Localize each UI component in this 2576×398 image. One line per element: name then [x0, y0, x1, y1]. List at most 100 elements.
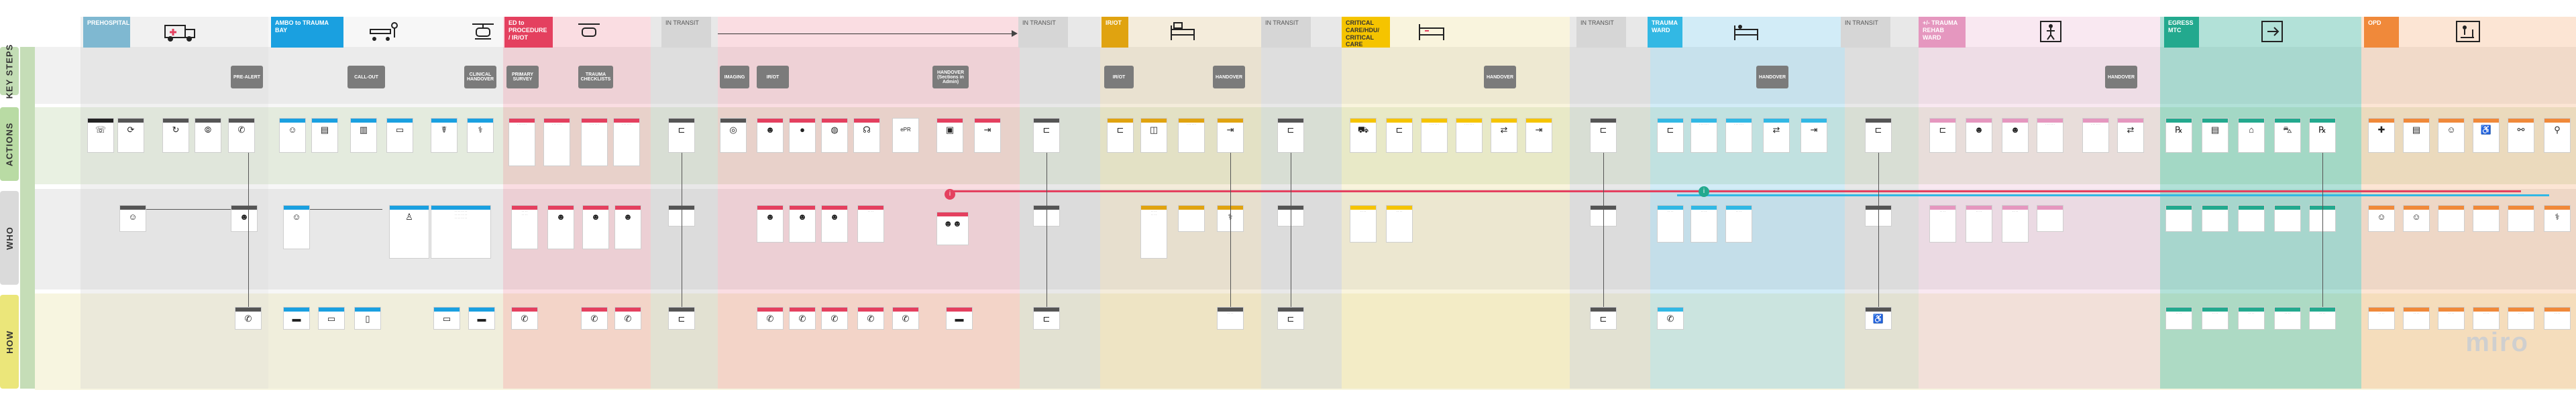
how-card: ♿ — [1865, 307, 1892, 330]
team-icon: ☻☻ — [943, 218, 962, 228]
action-card: ⦾ — [195, 118, 221, 153]
swap-icon: ⇄ — [1500, 125, 1508, 135]
phone-icon: ✆ — [798, 314, 806, 324]
swap-icon: ⇄ — [1772, 125, 1780, 135]
phase-title-opd: OPD — [2364, 17, 2399, 48]
pill-icon: ◍ — [830, 125, 839, 135]
body-diagram-icon: ♙ — [405, 212, 413, 222]
how-card: · · · · — [2403, 307, 2430, 330]
step-irot-1: IR/OT — [757, 66, 789, 88]
step-trauma-checklists: TRAUMA CHECKLISTS — [578, 66, 613, 88]
who-card: · · · · — [1690, 205, 1717, 243]
action-card: ⚕ — [467, 118, 494, 153]
how-card: · · · · — [2165, 307, 2192, 330]
action-card: ⊏ — [1033, 118, 1060, 153]
epr-label: ePR — [900, 127, 911, 133]
phone-icon: ☏ — [95, 125, 107, 135]
action-card: ⊏ — [1386, 118, 1413, 153]
bed-icon: ⊏ — [1599, 125, 1607, 135]
action-card: ⚲ — [2544, 118, 2571, 153]
walk-icon: ♿ — [2480, 125, 2492, 135]
wheelchair-icon: ♿ — [1872, 314, 1884, 324]
who-pink-connector — [951, 190, 2521, 192]
rehab-walk-icon — [2039, 20, 2069, 43]
phase-title-transit3: IN TRANSIT — [1261, 17, 1311, 48]
doctor-icon: ☺ — [292, 212, 301, 222]
left-green-strip — [20, 47, 35, 389]
pin-icon: ⚲ — [2554, 125, 2561, 135]
tower-icon: ⚕ — [478, 125, 483, 135]
step-pre-alert: PRE-ALERT — [231, 66, 263, 88]
how-card: · · · · — [2238, 307, 2265, 330]
how-card: ✆ — [857, 307, 884, 330]
who-card: · · · ·· · · · — [511, 205, 538, 249]
how-card: ✆ — [511, 307, 538, 330]
action-card: ☺ — [279, 118, 306, 153]
phase-title-rehab: +/- TRAUMA REHAB WARD — [1919, 17, 1966, 48]
how-card: · · · · — [2368, 307, 2395, 330]
step-call-out: CALL-OUT — [347, 66, 385, 88]
car-icon: ⛍ — [2283, 125, 2292, 135]
who-card: ☺ — [119, 205, 146, 232]
how-card: · · · · — [1217, 307, 1244, 330]
how-card: ✆ — [1657, 307, 1684, 330]
who-card — [2438, 205, 2465, 232]
stretcher-transfer-icon — [368, 20, 398, 43]
swap-icon: ⇄ — [2127, 125, 2135, 135]
action-card: ☏ — [87, 118, 114, 153]
action-card: ☊ — [853, 118, 880, 153]
how-card: ⊏ — [668, 307, 695, 330]
phase-title-egress: EGRESS MTC — [2164, 17, 2199, 48]
phase-title-irot: IR/OT — [1102, 17, 1128, 48]
ward-bed-icon — [1731, 20, 1760, 43]
medic-icon: ☤ — [441, 125, 447, 135]
document-icon: ▤ — [2210, 125, 2220, 135]
step-primary-survey: PRIMARY SURVEY — [506, 66, 539, 88]
vertical-connector — [248, 153, 249, 307]
how-card: · · · · — [2438, 307, 2465, 330]
action-card: ⊏ — [1590, 118, 1617, 153]
exit-icon: ⇥ — [1226, 125, 1234, 135]
who-card: · · · · — [857, 205, 884, 243]
who-card: ☻ — [582, 205, 609, 249]
how-card: ✆ — [614, 307, 641, 330]
tower-icon: ⚕ — [2555, 212, 2560, 222]
prescription-icon: ℞ — [2318, 125, 2326, 135]
person-icon: ☺ — [288, 125, 297, 135]
monitor-icon: ▭ — [327, 314, 336, 324]
phase-title-critical: CRITICAL CARE/HDU/ CRITICAL CARE — [1342, 17, 1390, 48]
action-card: · · · · · · — [1690, 118, 1717, 153]
screen-icon: ▭ — [442, 314, 451, 324]
prescription-icon: ℞ — [2175, 125, 2183, 135]
person-icon: ☺ — [2447, 125, 2456, 135]
phase-title-ed: ED to PROCEDURE / IR/OT — [504, 17, 553, 48]
who-card: ☻ — [757, 205, 784, 243]
action-card: ● — [789, 118, 816, 153]
hospital-bed-icon — [1167, 20, 1197, 43]
miro-watermark: miro — [2465, 328, 2529, 357]
vertical-connector — [1603, 153, 1604, 307]
refresh-icon: ⟳ — [127, 125, 135, 135]
how-card: · · · · — [2473, 307, 2500, 330]
how-card: · · · · — [2202, 307, 2229, 330]
phone-icon: ✆ — [521, 314, 529, 324]
phase-transit4-bg — [1570, 17, 1650, 389]
how-card: ▭ — [318, 307, 345, 330]
who-card: · · · · — [1725, 205, 1752, 243]
team-icon: ☻ — [798, 212, 807, 222]
who-card — [2508, 205, 2534, 232]
how-card: ⊏ — [1033, 307, 1060, 330]
how-card: ✆ — [892, 307, 919, 330]
action-card: ▤ — [2403, 118, 2430, 153]
how-card: · · · · — [2309, 307, 2336, 330]
phone-icon: ✆ — [624, 314, 632, 324]
action-card: ⊏ — [668, 118, 695, 153]
team-icon: ☻ — [623, 212, 633, 222]
action-card: ⇥ — [1525, 118, 1552, 153]
how-card: ✆ — [235, 307, 262, 330]
tower-icon: ⚕ — [1218, 210, 1243, 224]
who-card: ☺ — [2403, 205, 2430, 232]
action-card: ePR — [892, 118, 919, 153]
how-card: ▬ — [283, 307, 310, 330]
bed-icon: ⊏ — [678, 125, 686, 135]
